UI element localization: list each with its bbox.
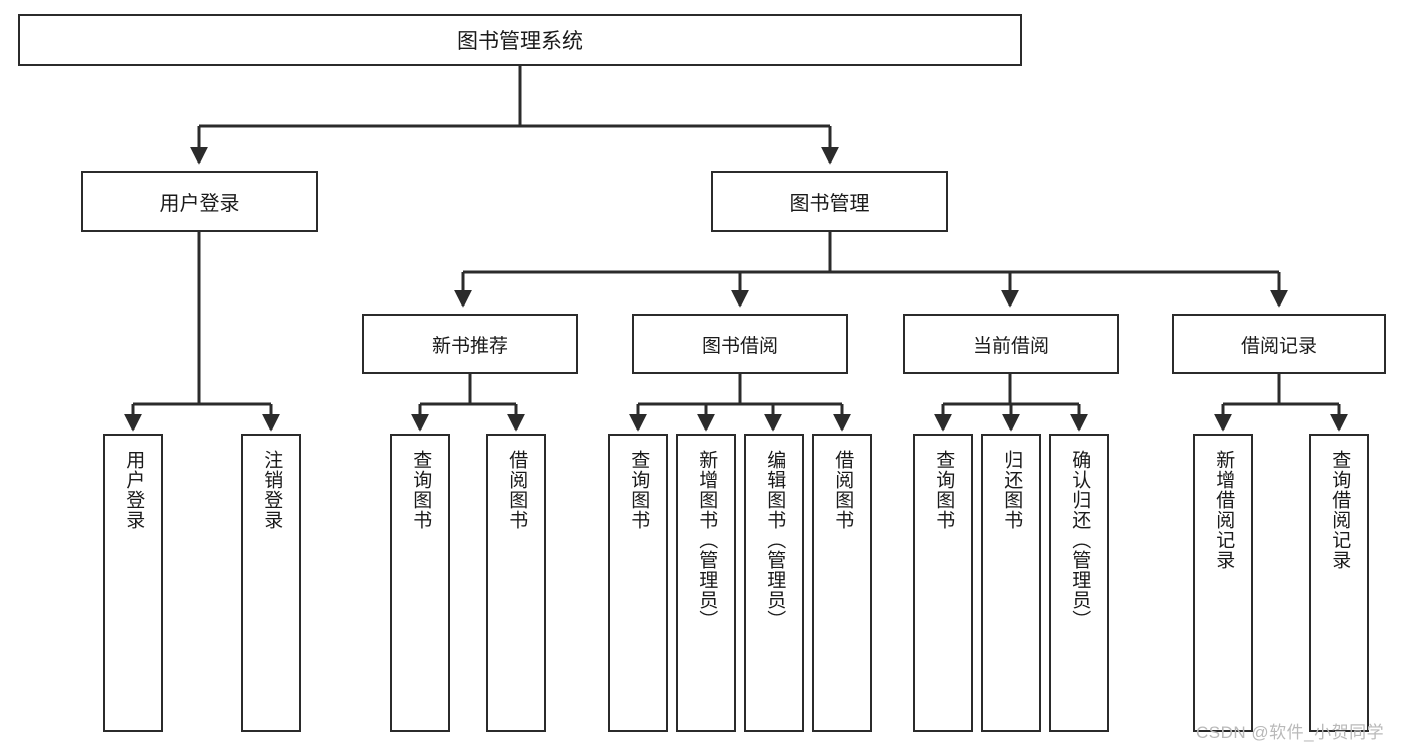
node-label: 注销登录 [261,450,283,530]
leaf-return-book[interactable]: 归还图书 [981,434,1041,732]
node-label: 归还图书 [1001,450,1023,530]
node-label: 借阅图书 [832,450,854,530]
watermark-text: CSDN @软件_小贺同学 [1196,723,1385,742]
node-new-book-recommend[interactable]: 新书推荐 [362,314,578,374]
node-label: 图书管理系统 [457,30,583,53]
leaf-add-book-admin[interactable]: 新增图书（管理员） [676,434,736,732]
node-label: 新书推荐 [431,335,508,357]
node-label: 用户登录 [159,193,240,215]
node-book-manage[interactable]: 图书管理 [711,171,948,232]
node-label: 借阅图书 [506,450,528,530]
leaf-query-book-borrow[interactable]: 查询图书 [608,434,668,732]
leaf-query-book-new[interactable]: 查询图书 [390,434,450,732]
leaf-edit-book-admin[interactable]: 编辑图书（管理员） [744,434,804,732]
node-borrow-record[interactable]: 借阅记录 [1172,314,1386,374]
node-root-system[interactable]: 图书管理系统 [18,14,1022,66]
node-current-borrow[interactable]: 当前借阅 [903,314,1119,374]
node-label: 图书管理 [789,193,870,215]
node-user-login[interactable]: 用户登录 [81,171,318,232]
leaf-confirm-return-admin[interactable]: 确认归还（管理员） [1049,434,1109,732]
leaf-query-book-current[interactable]: 查询图书 [913,434,973,732]
leaf-borrow-book-new[interactable]: 借阅图书 [486,434,546,732]
node-label: 查询图书 [628,450,650,530]
node-label: 借阅记录 [1240,335,1317,357]
node-label: 新增借阅记录 [1213,450,1235,570]
leaf-add-borrow-record[interactable]: 新增借阅记录 [1193,434,1253,732]
leaf-query-borrow-record[interactable]: 查询借阅记录 [1309,434,1369,732]
node-label: 查询图书 [410,450,432,530]
node-label: 用户登录 [123,450,145,530]
leaf-user-login[interactable]: 用户登录 [103,434,163,732]
node-label: 当前借阅 [972,335,1049,357]
node-label: 编辑图书（管理员） [764,450,786,630]
node-label: 图书借阅 [701,335,778,357]
leaf-logout[interactable]: 注销登录 [241,434,301,732]
leaf-borrow-book[interactable]: 借阅图书 [812,434,872,732]
node-label: 查询图书 [933,450,955,530]
node-label: 查询借阅记录 [1329,450,1351,570]
node-label: 新增图书（管理员） [696,450,718,630]
node-book-borrow[interactable]: 图书借阅 [632,314,848,374]
node-label: 确认归还（管理员） [1069,450,1091,630]
